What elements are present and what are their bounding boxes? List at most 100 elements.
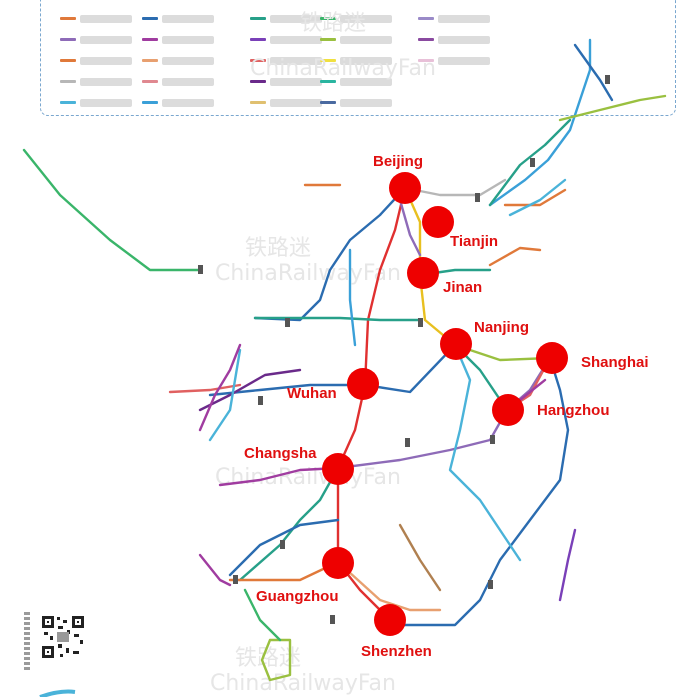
rail-line: [218, 466, 340, 487]
legend-entry: [142, 15, 222, 23]
station-markers: [198, 75, 610, 624]
logo-swoosh: [39, 689, 76, 697]
legend-label-placeholder: [340, 78, 392, 86]
legend-entry: [418, 15, 498, 23]
legend-entry: [60, 36, 140, 44]
legend-label-placeholder: [162, 78, 214, 86]
city-guangzhou[interactable]: Guangzhou: [256, 547, 354, 605]
legend-label-placeholder: [438, 57, 490, 65]
rail-line: [198, 368, 302, 412]
city-wuhan[interactable]: Wuhan: [287, 368, 379, 402]
city-shenzhen[interactable]: Shenzhen: [361, 604, 432, 660]
watermark-cn: 铁路迷: [300, 11, 366, 36]
legend-swatch: [142, 101, 158, 104]
legend-entry: [418, 36, 498, 44]
city-shanghai[interactable]: Shanghai: [536, 342, 649, 374]
watermark-en: ChinaRailwayFan: [215, 261, 401, 286]
city-label: Shanghai: [581, 354, 649, 371]
city-dot[interactable]: [492, 394, 524, 426]
legend-swatch: [60, 17, 76, 20]
station-marker: [233, 575, 238, 584]
city-label: Guangzhou: [256, 588, 339, 605]
city-dot[interactable]: [322, 453, 354, 485]
watermark-cn: 铁路迷: [245, 236, 311, 261]
city-dot[interactable]: [407, 257, 439, 289]
legend-label-placeholder: [340, 99, 392, 107]
city-dot[interactable]: [322, 547, 354, 579]
rail-line: [238, 466, 340, 582]
city-dot[interactable]: [347, 368, 379, 400]
rail-line: [243, 588, 282, 642]
city-label: Tianjin: [450, 233, 498, 250]
city-label: Nanjing: [474, 319, 529, 336]
station-marker: [490, 435, 495, 444]
city-label: Beijing: [373, 153, 423, 170]
legend-entry: [418, 57, 498, 65]
legend-swatch: [418, 59, 434, 62]
rail-line: [168, 383, 242, 394]
legend-swatch: [320, 80, 336, 83]
station-marker: [605, 75, 610, 84]
legend-label-placeholder: [270, 78, 322, 86]
rail-line: [398, 198, 422, 257]
rail-line: [260, 638, 292, 682]
legend-label-placeholder: [340, 57, 392, 65]
legend-entry: [60, 99, 140, 107]
rail-line: [253, 186, 407, 322]
rail-line: [22, 148, 202, 272]
legend-swatch: [250, 80, 266, 83]
city-dot[interactable]: [389, 172, 421, 204]
city-dot[interactable]: [374, 604, 406, 636]
rail-line: [488, 38, 592, 207]
rail-line: [573, 43, 614, 102]
rail-line: [488, 118, 572, 207]
station-marker: [285, 318, 290, 327]
legend-entry: [142, 78, 222, 86]
rail-line: [388, 356, 570, 627]
legend-swatch: [320, 101, 336, 104]
city-dot[interactable]: [422, 206, 454, 238]
city-beijing[interactable]: Beijing: [373, 153, 423, 204]
legend-entry: [250, 15, 330, 23]
rail-line: [198, 553, 232, 587]
rail-lines: [22, 38, 667, 682]
legend-entry: [250, 78, 330, 86]
legend-label-placeholder: [438, 15, 490, 23]
legend-entry: [60, 78, 140, 86]
city-nanjing[interactable]: Nanjing: [440, 319, 529, 360]
station-marker: [475, 193, 480, 202]
legend-entry: [320, 99, 400, 107]
legend-swatch: [250, 17, 266, 20]
legend-swatch: [142, 38, 158, 41]
rail-line: [398, 523, 442, 592]
legend-entry: [142, 57, 222, 65]
city-hangzhou[interactable]: Hangzhou: [492, 394, 610, 426]
rail-line: [558, 94, 667, 122]
legend-label-placeholder: [80, 57, 132, 65]
city-dot[interactable]: [440, 328, 472, 360]
legend-entry: [320, 36, 400, 44]
station-marker: [258, 396, 263, 405]
legend-swatch: [320, 59, 336, 62]
legend-label-placeholder: [438, 36, 490, 44]
legend-label-placeholder: [162, 57, 214, 65]
legend-swatch: [142, 59, 158, 62]
city-markers: Beijing Tianjin Jinan Nanjing Shanghai W…: [244, 153, 649, 660]
city-tianjin[interactable]: Tianjin: [422, 206, 498, 250]
legend-swatch: [142, 80, 158, 83]
city-changsha[interactable]: Changsha: [244, 445, 354, 485]
legend-label-placeholder: [80, 36, 132, 44]
legend-swatch: [320, 17, 336, 20]
station-marker: [280, 540, 285, 549]
legend-swatch: [250, 59, 266, 62]
city-jinan[interactable]: Jinan: [407, 257, 482, 296]
legend-swatch: [60, 38, 76, 41]
rail-line: [403, 178, 507, 197]
city-dot[interactable]: [536, 342, 568, 374]
rail-line: [448, 343, 522, 562]
rail-line: [348, 248, 357, 347]
legend-entry: [250, 57, 330, 65]
legend-entry: [250, 36, 330, 44]
